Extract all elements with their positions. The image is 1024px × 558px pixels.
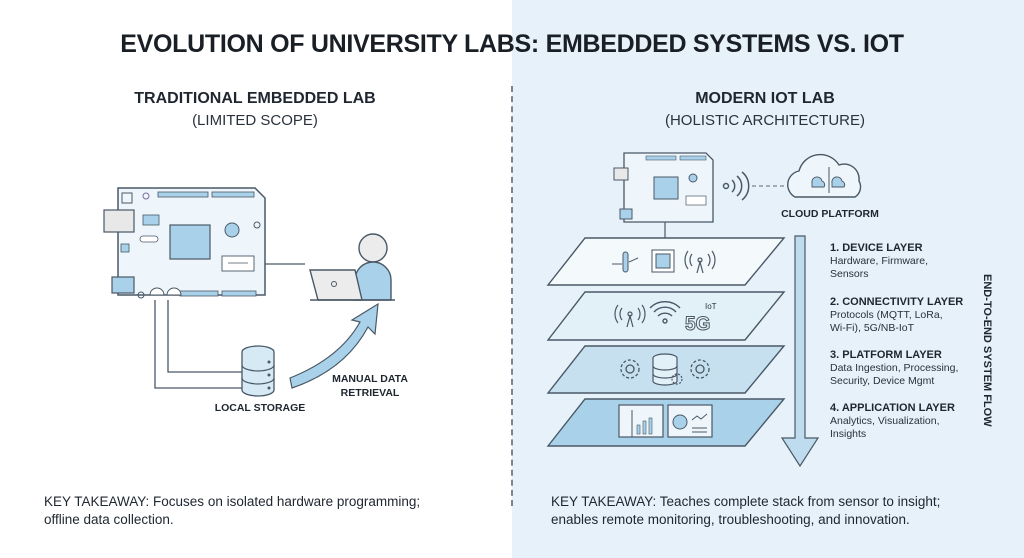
- gear-icon: [620, 359, 640, 379]
- system-flow-label: END-TO-END SYSTEM FLOW: [981, 273, 993, 427]
- 5g-badge: 5G: [685, 314, 710, 335]
- layer-detail: Wi-Fi), 5G/NB-IoT: [830, 322, 914, 334]
- layer-title: 3. PLATFORM LAYER: [830, 349, 942, 361]
- antenna-icon: [614, 304, 646, 328]
- layer-detail: Protocols (MQTT, LoRa,: [830, 309, 943, 321]
- application-layer-plate: [546, 398, 786, 447]
- cloud-platform-label: CLOUD PLATFORM: [781, 208, 879, 220]
- manual-retrieval-label: MANUAL DATA RETRIEVAL: [315, 372, 425, 400]
- dashboard-chart-icon: [618, 404, 664, 438]
- user-laptop-icon: [309, 233, 395, 301]
- layer-detail: Data Ingestion, Processing,: [830, 362, 959, 374]
- left-diagram: [103, 187, 395, 397]
- layer-description-1: 1. DEVICE LAYER Hardware, Firmware, Sens…: [830, 242, 928, 281]
- left-key-takeaway: KEY TAKEAWAY: Focuses on isolated hardwa…: [44, 493, 420, 529]
- layer-detail: Hardware, Firmware,: [830, 255, 929, 267]
- layer-detail: Insights: [830, 428, 867, 440]
- iot-badge: IoT: [705, 302, 717, 311]
- iot-board-icon: [613, 152, 714, 223]
- right-heading: MODERN IOT LAB: [695, 90, 835, 107]
- connectivity-layer-plate: [546, 291, 786, 341]
- gear-icon: [671, 373, 683, 385]
- flow-arrow-icon: [780, 235, 820, 468]
- gear-icon: [690, 359, 710, 379]
- right-subheading: (HOLISTIC ARCHITECTURE): [664, 112, 865, 129]
- layer-detail: Security, Device Mgmt: [830, 375, 935, 387]
- wireless-signal-icon: [722, 171, 750, 201]
- layer-description-4: 4. APPLICATION LAYER Analytics, Visualiz…: [830, 402, 955, 441]
- device-layer-plate: [546, 237, 786, 286]
- layer-title: 1. DEVICE LAYER: [830, 242, 923, 254]
- chip-icon: [651, 249, 675, 273]
- right-key-takeaway: KEY TAKEAWAY: Teaches complete stack fro…: [551, 493, 940, 529]
- wire-board-to-storage-2: [167, 300, 245, 373]
- takeaway-line-2: offline data collection.: [44, 512, 174, 527]
- left-heading: TRADITIONAL EMBEDDED LAB: [134, 90, 376, 107]
- retrieval-line-1: MANUAL DATA: [332, 373, 408, 385]
- antenna-icon: [684, 250, 716, 274]
- cloud-icon: [787, 153, 862, 198]
- layer-title: 2. CONNECTIVITY LAYER: [830, 296, 964, 308]
- left-subheading: (LIMITED SCOPE): [192, 112, 318, 129]
- layer-title: 4. APPLICATION LAYER: [830, 402, 955, 414]
- takeaway-line-1: KEY TAKEAWAY: Focuses on isolated hardwa…: [44, 494, 421, 509]
- layer-description-2: 2. CONNECTIVITY LAYER Protocols (MQTT, L…: [830, 296, 963, 335]
- layer-detail: Sensors: [830, 268, 869, 280]
- right-panel-header: MODERN IOT LAB (HOLISTIC ARCHITECTURE): [570, 90, 960, 129]
- takeaway-line-1: KEY TAKEAWAY: Teaches complete stack fro…: [551, 494, 941, 509]
- wifi-icon: [649, 301, 681, 324]
- sensor-icon: [612, 251, 639, 273]
- panel-divider: [511, 86, 513, 506]
- layer-detail: Analytics, Visualization,: [830, 415, 940, 427]
- left-panel-header: TRADITIONAL EMBEDDED LAB (LIMITED SCOPE): [60, 90, 450, 129]
- database-icon: [652, 353, 678, 386]
- local-storage-label: LOCAL STORAGE: [214, 402, 306, 414]
- database-icon: [241, 345, 275, 397]
- layer-description-3: 3. PLATFORM LAYER Data Ingestion, Proces…: [830, 349, 958, 388]
- takeaway-line-2: enables remote monitoring, troubleshooti…: [551, 512, 910, 527]
- platform-layer-plate: [546, 345, 786, 394]
- analytics-pie-icon: [667, 404, 713, 438]
- wire-board-to-storage-1: [154, 300, 245, 389]
- curved-arrow-icon: [289, 302, 379, 389]
- microcontroller-board-icon: [103, 187, 266, 299]
- retrieval-line-2: RETRIEVAL: [340, 387, 400, 399]
- page-title: EVOLUTION OF UNIVERSITY LABS: EMBEDDED S…: [120, 30, 904, 58]
